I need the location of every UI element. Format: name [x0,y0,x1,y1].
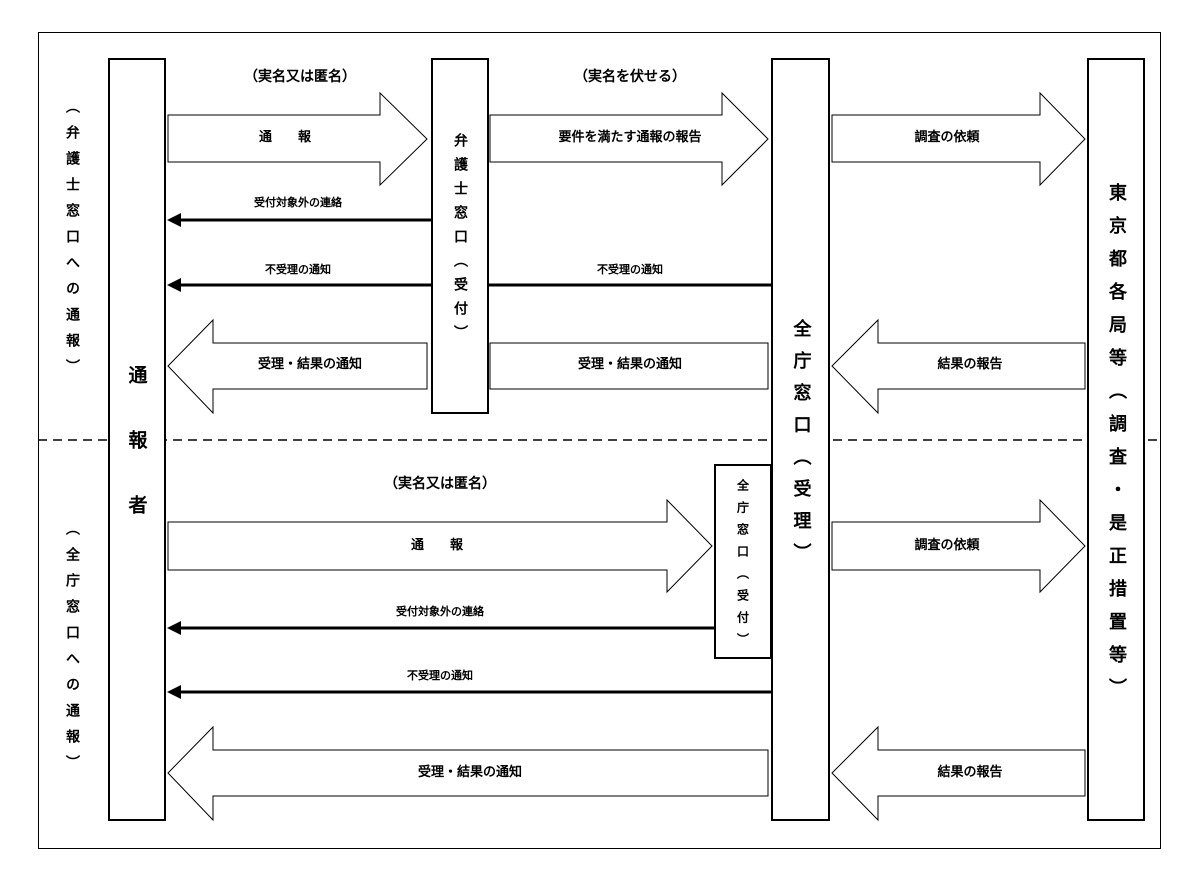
central-desk-lane: 全庁窓口（受理） [771,58,830,821]
central-result-report-label: 結果の報告 [937,765,1003,780]
central-identity-note: （実名又は匿名） [384,476,496,492]
lawyer-identity-note-reporter: （実名又は匿名） [244,69,356,85]
lawyer-desk-label: 弁護士窓口（受付） [452,133,468,349]
lawyer-forward-report-label: 要件を満たす通報の報告 [558,130,702,145]
lawyer-rejection-to-reporter-arrow [167,278,431,292]
lawyer-forward-arrow [489,91,769,187]
central-result-report-arrow [831,725,1086,822]
side-label-central-route: （全庁窓口への通報） [64,521,80,781]
lawyer-investigation-arrow [831,91,1086,187]
lawyer-rejection-to-lawyer-label: 不受理の通知 [597,263,663,276]
central-intake-box: 全庁窓口（受付） [714,464,772,659]
central-investigation-arrow [831,498,1086,594]
lawyer-report-arrow [167,91,428,187]
side-label-lawyer-route: （弁護士窓口への通報） [64,99,80,385]
reporter-lane: 通報者 [108,58,166,821]
lawyer-acceptance-to-lawyer-block [489,342,769,390]
lawyer-acceptance-to-reporter-label: 受理・結果の通知 [257,357,362,372]
lawyer-investigation-label: 調査の依頼 [914,130,980,145]
lawyer-acceptance-to-reporter-arrow [167,318,428,415]
central-report-arrow [167,498,713,594]
lawyer-report-label: 通 報 [258,130,311,145]
lawyer-result-report-arrow [831,318,1086,415]
central-acceptance-arrow [167,725,769,822]
central-out-of-scope-arrow [167,621,714,635]
central-out-of-scope-label: 受付対象外の連絡 [396,605,484,618]
central-rejection-arrow [167,685,771,699]
lawyer-result-report-label: 結果の報告 [937,357,1003,372]
lawyer-out-of-scope-label: 受付対象外の連絡 [254,196,342,209]
side-label-top-container: （弁護士窓口への通報） [52,58,92,414]
lawyer-desk-lane: 弁護士窓口（受付） [431,58,489,414]
central-desk-label: 全庁窓口（受理） [790,318,812,575]
central-investigation-label: 調査の依頼 [914,538,980,553]
central-rejection-label: 不受理の通知 [407,669,473,682]
bureaus-lane-label: 東京都各局等（調査・是正措置等） [1106,183,1127,711]
bureaus-lane: 東京都各局等（調査・是正措置等） [1087,58,1145,821]
central-acceptance-label: 受理・結果の通知 [417,765,522,780]
lawyer-rejection-to-reporter-label: 不受理の通知 [265,263,331,276]
central-report-label: 通 報 [410,538,463,553]
side-label-bottom-container: （全庁窓口への通報） [52,465,92,825]
lawyer-out-of-scope-arrow [167,213,431,227]
lawyer-identity-note-forward: （実名を伏せる） [574,69,686,85]
reporter-lane-label: 通報者 [125,365,148,560]
lawyer-acceptance-to-lawyer-label: 受理・結果の通知 [577,357,682,372]
central-intake-label: 全庁窓口（受付） [735,478,750,655]
